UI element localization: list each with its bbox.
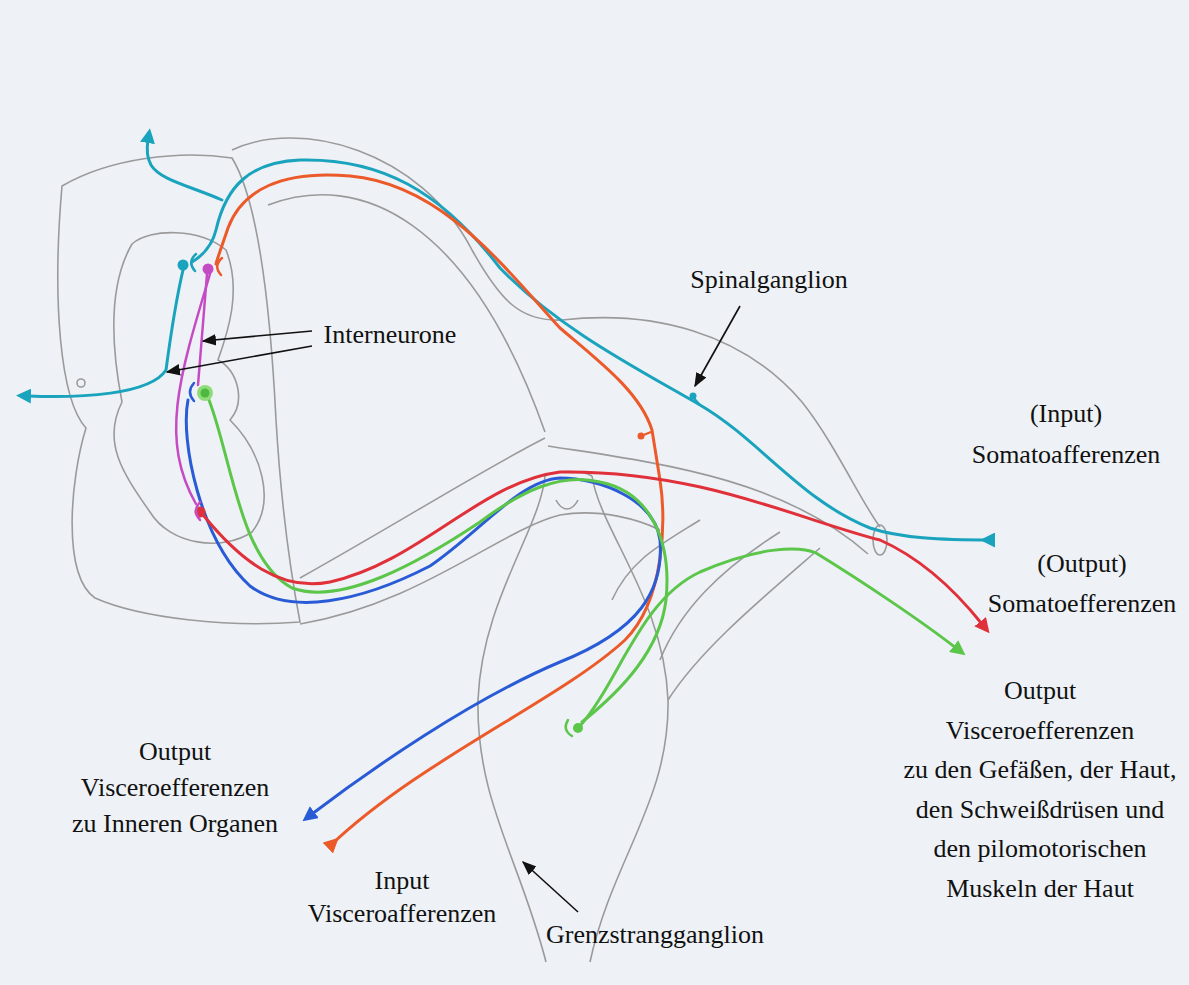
label-text: Spinalganglion xyxy=(690,261,847,299)
label-text: (Input) Somatoafferenzen xyxy=(972,393,1161,475)
label-text: Output Visceroefferenzen zu den Gefäßen,… xyxy=(904,671,1177,908)
cell-bodies xyxy=(178,260,697,734)
label-text: Output Visceroefferenzen zu Inneren Orga… xyxy=(72,734,278,842)
label-text: Grenzstrangganglion xyxy=(546,917,764,953)
label-text: (Output) Somatoefferenzen xyxy=(988,544,1177,624)
anatomy-outline xyxy=(58,138,887,962)
label-text: Input Visceroafferenzen xyxy=(308,864,497,930)
neuron-paths xyxy=(28,140,992,846)
label-text: Interneurone xyxy=(324,316,457,354)
synapse-marks xyxy=(190,254,572,736)
